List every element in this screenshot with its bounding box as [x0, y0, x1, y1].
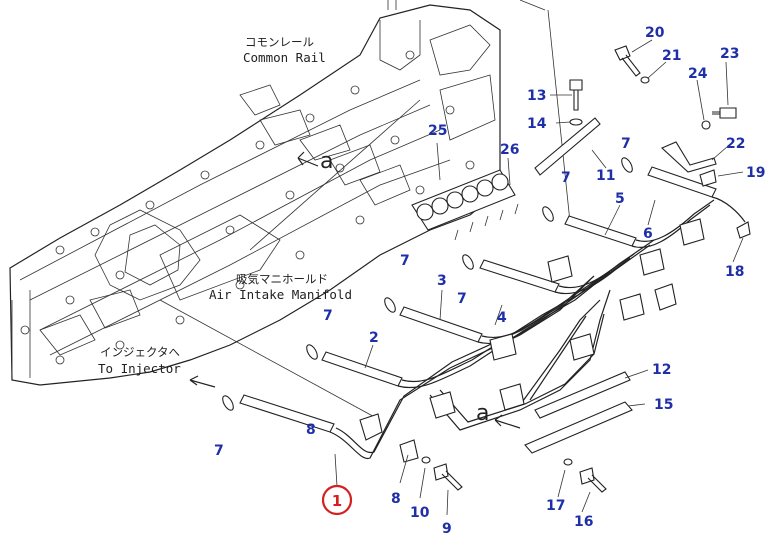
- callout-17: 17: [546, 498, 565, 514]
- callout-22: 22: [726, 136, 745, 152]
- common-rail-en-label: Common Rail: [243, 50, 326, 65]
- callout-12: 12: [652, 362, 671, 378]
- common-rail-jp-label: コモンレール: [245, 35, 314, 49]
- callout-2: 2: [369, 330, 379, 346]
- callout-3: 3: [437, 273, 447, 289]
- part-25-assembly: [411, 169, 519, 241]
- callout-15: 15: [654, 397, 673, 413]
- part-11-bar: [534, 117, 601, 176]
- callout-25: 25: [428, 123, 447, 139]
- engine-block: [9, 0, 501, 386]
- callout-5: 5: [615, 191, 625, 207]
- callout-7-a: 7: [214, 443, 224, 459]
- callout-18: 18: [725, 264, 744, 280]
- highlight-circle: [321, 484, 353, 516]
- arrow-a-top: [297, 151, 319, 167]
- callout-8-a: 8: [306, 422, 316, 438]
- callout-14: 14: [527, 116, 547, 132]
- air-intake-jp-label: 吸気マニホールド: [236, 272, 328, 286]
- callout-13: 13: [527, 88, 546, 104]
- leader-intake: [159, 299, 381, 421]
- callout-numbers: 2 3 4 5 6 7 7 7 7 7 7 8 8 9 10 11 12 13 …: [214, 25, 765, 537]
- callout-19: 19: [746, 165, 765, 181]
- arrow-to-injector: [189, 375, 216, 388]
- to-injector-jp-label: インジェクタへ: [100, 345, 180, 359]
- leader-top: [519, 0, 546, 11]
- air-intake-en-label: Air Intake Manifold: [209, 287, 352, 302]
- callout-16: 16: [574, 514, 593, 530]
- leader-right: [547, 9, 571, 223]
- callout-leaders: [334, 39, 744, 516]
- fuel-tubes: [329, 196, 746, 459]
- callout-9: 9: [442, 521, 452, 537]
- callout-7-f: 7: [621, 136, 631, 152]
- reference-a-top: a: [320, 149, 333, 174]
- callout-4: 4: [497, 310, 507, 326]
- callout-7-d: 7: [457, 291, 467, 307]
- bolts: [421, 45, 751, 493]
- callout-20: 20: [645, 25, 665, 41]
- callout-7-e: 7: [561, 170, 571, 186]
- callout-26: 26: [500, 142, 519, 158]
- to-injector-en-label: To Injector: [98, 361, 181, 376]
- part-12-bar: [534, 371, 631, 419]
- callout-1: 1: [332, 492, 342, 510]
- callout-10: 10: [410, 505, 430, 521]
- tube-clamps: [359, 218, 705, 463]
- washers: [222, 157, 633, 411]
- callout-7-b: 7: [323, 308, 333, 324]
- callout-6: 6: [643, 226, 653, 242]
- callout-11: 11: [596, 168, 615, 184]
- part-15-bracket: [524, 401, 633, 454]
- reference-a-bottom: a: [476, 401, 489, 426]
- callout-21: 21: [662, 48, 681, 64]
- highlight-part-1[interactable]: 1: [321, 484, 353, 516]
- callout-7-c: 7: [400, 253, 410, 269]
- callout-8-b: 8: [391, 491, 401, 507]
- callout-23: 23: [720, 46, 739, 62]
- callout-24: 24: [688, 66, 708, 82]
- leader-a: [249, 99, 421, 251]
- connector-sleeves: [239, 166, 717, 433]
